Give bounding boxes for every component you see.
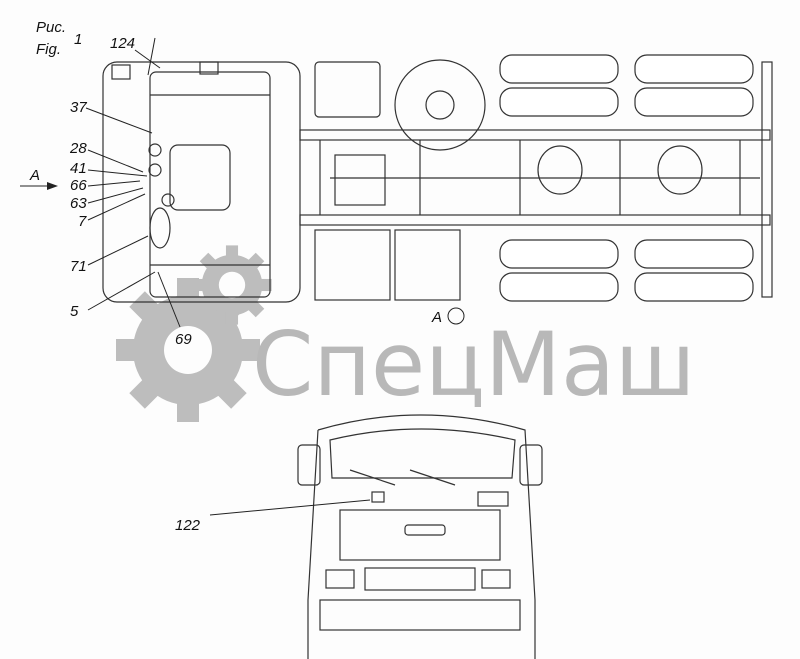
callout-63: 63	[70, 195, 87, 212]
callout-66: 66	[70, 177, 87, 194]
leader-lines	[20, 37, 465, 516]
watermark-text: СпецМаш	[252, 313, 695, 416]
callout-41: 41	[70, 160, 87, 177]
figure-number: 1	[74, 31, 82, 48]
callout-122: 122	[175, 517, 201, 534]
callout-71: 71	[70, 258, 87, 275]
callout-124: 124	[110, 35, 135, 52]
callout-69: 69	[175, 331, 192, 348]
callout-5: 5	[70, 303, 79, 320]
truck-top-view	[102, 54, 773, 303]
watermark-gear-icon	[116, 245, 272, 422]
figure-caption-ru: Рис.	[36, 19, 66, 36]
callout-37: 37	[70, 99, 87, 116]
view-label: A	[431, 309, 442, 326]
truck-front-view	[297, 414, 543, 659]
figure-caption-en: Fig.	[36, 41, 61, 58]
callout-28: 28	[69, 140, 87, 157]
view-arrow-label: A	[29, 167, 40, 184]
callout-7: 7	[78, 213, 87, 230]
